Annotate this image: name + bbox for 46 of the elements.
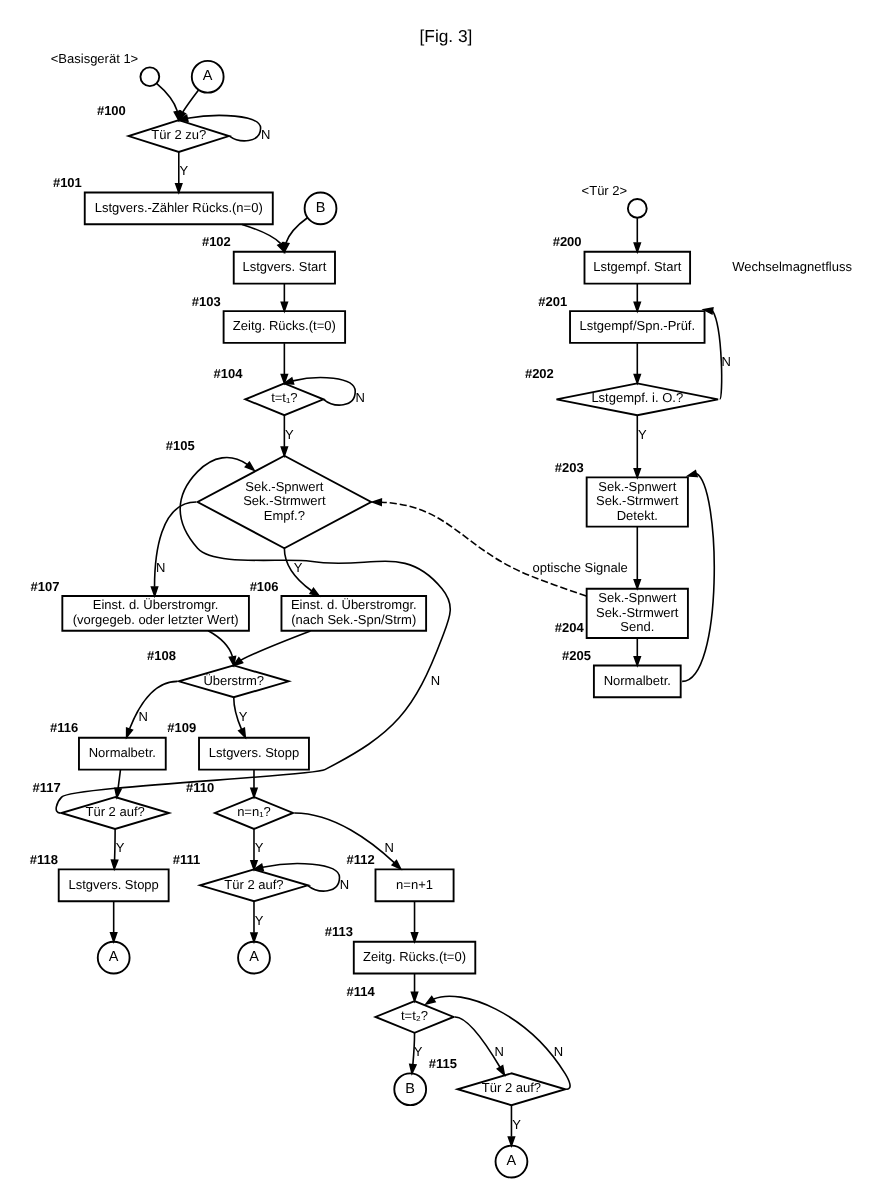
arrow — [633, 637, 642, 668]
arrow — [280, 414, 289, 459]
arrow — [114, 769, 123, 800]
arrow — [410, 973, 419, 1004]
arrow — [454, 1016, 506, 1077]
arrow — [249, 828, 259, 872]
node-circle: A — [494, 1144, 529, 1179]
arrow — [249, 900, 259, 945]
arrow — [232, 696, 247, 740]
arrow — [280, 342, 289, 386]
arrow — [370, 498, 588, 597]
arrow — [507, 1104, 516, 1149]
node-circle: A — [237, 940, 271, 975]
node-circle: A — [96, 940, 131, 975]
arrow — [410, 900, 419, 944]
arrow — [633, 283, 642, 314]
arrow — [177, 89, 200, 123]
arrow — [681, 469, 715, 683]
arrow — [249, 769, 259, 800]
arrow — [282, 376, 357, 406]
arrow — [633, 342, 642, 386]
arrow — [280, 283, 289, 314]
arrow — [125, 680, 179, 740]
node-circle: B — [303, 191, 338, 226]
arrow — [174, 151, 183, 195]
arrow — [207, 630, 237, 668]
arrow — [283, 547, 322, 598]
arrow — [55, 456, 452, 814]
arrow — [150, 501, 197, 599]
node-circle: B — [393, 1072, 428, 1107]
arrow — [110, 828, 119, 872]
arrow — [424, 995, 571, 1091]
arrow — [231, 630, 312, 667]
arrow — [633, 526, 642, 591]
arrow — [701, 306, 723, 401]
node-circle: A — [190, 59, 225, 94]
node-circle — [626, 198, 648, 219]
arrow — [633, 414, 642, 480]
arrow — [176, 114, 262, 142]
arrow — [633, 217, 642, 255]
arrow — [281, 216, 309, 255]
arrow — [109, 900, 118, 944]
arrow — [408, 1032, 418, 1076]
node-circle — [139, 66, 161, 88]
diagram-title: [Fig. 3] — [419, 26, 473, 47]
arrow — [293, 812, 403, 871]
